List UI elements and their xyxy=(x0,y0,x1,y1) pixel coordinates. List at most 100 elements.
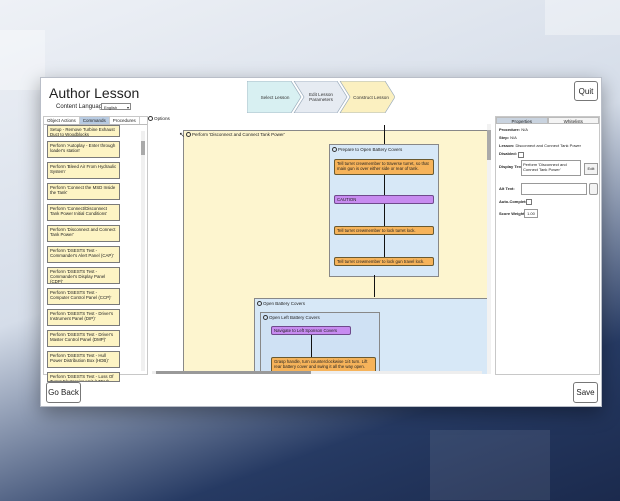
properties-tabs: Properties Whitelists xyxy=(496,117,599,124)
wizard-steps-shapes xyxy=(247,81,395,113)
connector-arrow xyxy=(384,204,385,226)
canvas-vertical-scrollbar[interactable] xyxy=(487,124,491,374)
author-lesson-window: Author Lesson Content Language: English … xyxy=(40,77,602,407)
scrollbar-thumb[interactable] xyxy=(156,371,311,374)
list-item[interactable]: Perform 'DSESTS Test - Computer Control … xyxy=(47,288,120,305)
list-item[interactable]: Perform 'Bleed Air From Hydraulic System… xyxy=(47,162,120,179)
auto-complete-checkbox[interactable] xyxy=(526,199,532,205)
list-item[interactable]: Perform 'Autoplay - Enter through loader… xyxy=(47,141,120,158)
collapse-icon xyxy=(186,132,191,138)
auto-complete-label: Auto-Complete: xyxy=(499,199,529,204)
lesson-label: Lesson: xyxy=(499,143,515,148)
save-button[interactable]: Save xyxy=(573,382,598,403)
perform-group[interactable]: Perform 'Disconnect and Connect Tank Pow… xyxy=(183,125,490,374)
content-language-select[interactable]: English ▾ xyxy=(101,103,131,110)
connector-arrow xyxy=(384,175,385,195)
display-text-label: Display Text: xyxy=(499,164,524,169)
connector-arrow xyxy=(311,335,312,357)
properties-panel: Properties Whitelists Procedure: N/A Ste… xyxy=(495,116,600,375)
alt-text-row: Alt Text: xyxy=(499,186,515,191)
go-back-button[interactable]: Go Back xyxy=(46,382,81,403)
prepare-label: Prepare to Open Battery Covers xyxy=(338,147,403,152)
display-text-edit-button[interactable]: Edit xyxy=(584,163,598,175)
display-text-field[interactable]: Perform 'Disconnect and Connect Tank Pow… xyxy=(521,160,581,176)
procedure-list: Setup - Remove Turbine Exhaust Duct to W… xyxy=(47,125,120,386)
tab-object-actions[interactable]: Object Actions xyxy=(44,117,80,124)
connector-arrow xyxy=(374,275,375,297)
step-row: Step: N/A xyxy=(499,135,517,140)
lesson-canvas[interactable]: Perform 'Disconnect and Connect Tank Pow… xyxy=(148,124,490,374)
list-item[interactable]: Perform 'DSESTS Test - Driver's Master C… xyxy=(47,330,120,347)
list-item[interactable]: Perform 'DSESTS Test - Commander's Alert… xyxy=(47,246,120,263)
prepare-group[interactable]: Prepare to Open Battery Covers Tell turr… xyxy=(329,144,439,277)
background-block xyxy=(0,30,45,90)
list-item[interactable]: Perform 'DSESTS Test - Commander's Displ… xyxy=(47,267,120,284)
scrollbar-thumb[interactable] xyxy=(487,130,491,160)
alt-text-button[interactable] xyxy=(589,183,598,195)
step-node[interactable]: Tell turret crewmember to traverse turre… xyxy=(334,159,434,175)
display-text-row: Display Text: xyxy=(499,164,524,169)
step-select-lesson[interactable]: Select Lesson xyxy=(260,94,290,100)
open-left-label: Open Left Battery Covers xyxy=(269,315,320,320)
list-item[interactable]: Setup - Remove Turbine Exhaust Duct to W… xyxy=(47,125,120,137)
score-weight-field[interactable]: 1.00 xyxy=(524,209,538,218)
background-block xyxy=(430,430,550,500)
prepare-group-title: Prepare to Open Battery Covers xyxy=(332,147,403,153)
scrollbar-thumb[interactable] xyxy=(141,141,145,155)
quit-button[interactable]: Quit xyxy=(574,81,598,101)
collapse-icon xyxy=(148,116,153,122)
canvas-horizontal-scrollbar[interactable] xyxy=(152,371,482,374)
procedure-row: Procedure: N/A xyxy=(499,127,528,132)
step-value: N/A xyxy=(510,135,517,140)
step-construct-lesson[interactable]: Construct Lesson xyxy=(353,94,389,100)
tab-whitelists[interactable]: Whitelists xyxy=(547,117,599,124)
collapse-icon xyxy=(332,147,337,153)
procedure-label: Procedure: xyxy=(499,127,521,132)
left-panel-tabs: Object Actions Commands Procedures xyxy=(44,117,147,125)
list-item[interactable]: Perform 'Disconnect and Connect Tank Pow… xyxy=(47,225,120,242)
step-node[interactable]: Tell turret crewmember to lock gun trave… xyxy=(334,257,434,266)
procedure-value: N/A xyxy=(521,127,528,132)
list-item[interactable]: Perform 'Connect/Disconnect Tank Power I… xyxy=(47,204,120,221)
connector-arrow xyxy=(384,125,385,144)
background-block xyxy=(545,0,620,35)
content-language-value: English xyxy=(104,105,118,110)
lesson-value: Disconnect and Connect Tank Power xyxy=(515,143,581,148)
caution-node[interactable]: CAUTION xyxy=(334,195,434,204)
tab-properties[interactable]: Properties xyxy=(496,117,548,124)
content-language-label: Content Language: xyxy=(56,104,108,110)
tab-commands[interactable]: Commands xyxy=(79,117,110,124)
disabled-label: Disabled: xyxy=(499,151,518,156)
page-title: Author Lesson xyxy=(49,85,140,101)
perform-group-title: Perform 'Disconnect and Connect Tank Pow… xyxy=(186,132,285,138)
open-battery-group[interactable]: Open Battery Covers Open Left Battery Co… xyxy=(254,298,490,374)
left-panel-scrollbar[interactable] xyxy=(141,131,145,371)
perform-label: Perform 'Disconnect and Connect Tank Pow… xyxy=(192,132,285,137)
auto-complete-row: Auto-Complete: xyxy=(499,199,529,204)
options-toggle[interactable]: Options xyxy=(148,116,170,122)
step-node[interactable]: Tell turret crewmember to lock turret lo… xyxy=(334,226,434,235)
list-item[interactable]: Perform 'DSESTS Test - Loss Of Turret El… xyxy=(47,372,120,382)
left-panel: Object Actions Commands Procedures Setup… xyxy=(43,116,148,382)
lesson-row: Lesson: Disconnect and Connect Tank Powe… xyxy=(499,143,581,148)
wizard-steps: Select Lesson Edit Lesson Parameters Con… xyxy=(247,81,395,113)
open-battery-label: Open Battery Covers xyxy=(263,301,306,306)
step-label: Step: xyxy=(499,135,509,140)
disabled-checkbox[interactable] xyxy=(518,152,524,158)
navigate-node[interactable]: Navigate to Left Sponson Covers xyxy=(271,326,351,335)
alt-text-label: Alt Text: xyxy=(499,186,515,191)
collapse-icon xyxy=(257,301,262,307)
mouse-cursor-icon: ↖ xyxy=(179,132,185,139)
open-left-group[interactable]: Open Left Battery Covers Navigate to Lef… xyxy=(260,312,380,374)
list-item[interactable]: Perform 'DSESTS Test - Hull Power Distri… xyxy=(47,351,120,368)
step-edit-lesson-parameters[interactable]: Edit Lesson Parameters xyxy=(308,92,333,102)
list-item[interactable]: Perform 'Connect the MSD Inside the Tank… xyxy=(47,183,120,200)
alt-text-field[interactable] xyxy=(521,183,587,195)
disabled-row: Disabled: xyxy=(499,151,517,156)
open-battery-title: Open Battery Covers xyxy=(257,301,306,307)
list-item[interactable]: Perform 'DSESTS Test - Driver's Instrume… xyxy=(47,309,120,326)
score-weight-label: Score Weight: xyxy=(499,211,526,216)
open-left-title: Open Left Battery Covers xyxy=(263,315,320,321)
collapse-icon xyxy=(263,315,268,321)
tab-procedures[interactable]: Procedures xyxy=(110,117,140,124)
